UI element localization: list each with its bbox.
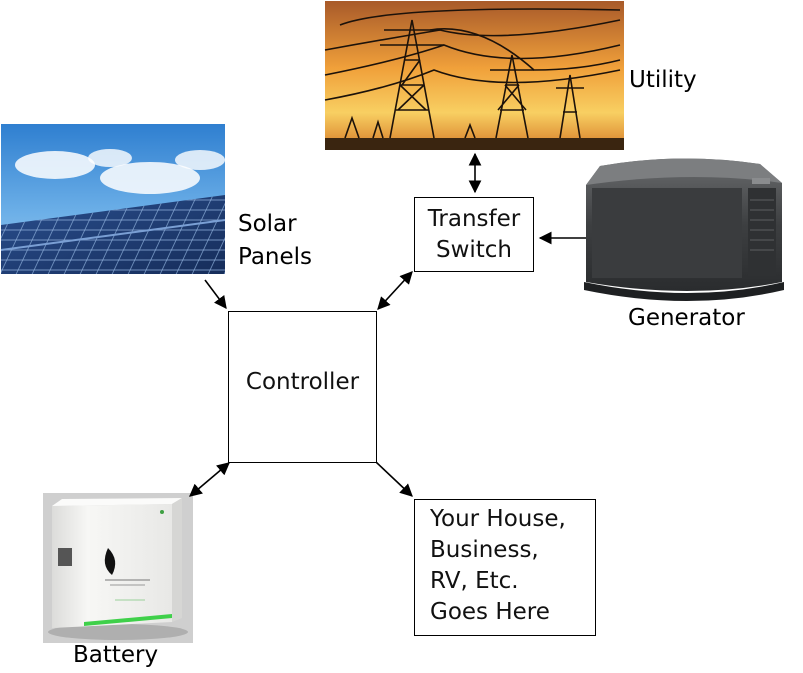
solar-label-line2: Panels [238, 244, 313, 270]
controller-battery-connector [189, 462, 230, 497]
house-line-3: RV, Etc. [430, 568, 519, 594]
solar-controller-connector [204, 279, 227, 310]
generator-image [584, 158, 784, 301]
transfer-switch-box: Transfer Switch [414, 197, 534, 272]
house-line-2: Business, [430, 537, 539, 563]
battery-label: Battery [73, 642, 159, 668]
utility-label: Utility [629, 67, 697, 93]
house-box: Your House, Business, RV, Etc. Goes Here [414, 499, 596, 636]
controller-label: Controller [245, 368, 360, 395]
battery-image [43, 493, 193, 643]
generator-label: Generator [628, 305, 745, 331]
transfer-switch-line2: Switch [435, 237, 513, 263]
house-line-4: Goes Here [430, 599, 550, 625]
solar-image [0, 124, 226, 274]
house-line-1: Your House, [430, 506, 566, 532]
controller-house-connector [375, 461, 413, 497]
switch-controller-connector [377, 271, 413, 310]
solar-label-line1: Solar [238, 211, 297, 237]
utility-image [324, 1, 624, 150]
controller-box: Controller [228, 311, 377, 463]
transfer-switch-line1: Transfer [427, 206, 521, 232]
solar-label: Solar Panels [238, 208, 312, 274]
